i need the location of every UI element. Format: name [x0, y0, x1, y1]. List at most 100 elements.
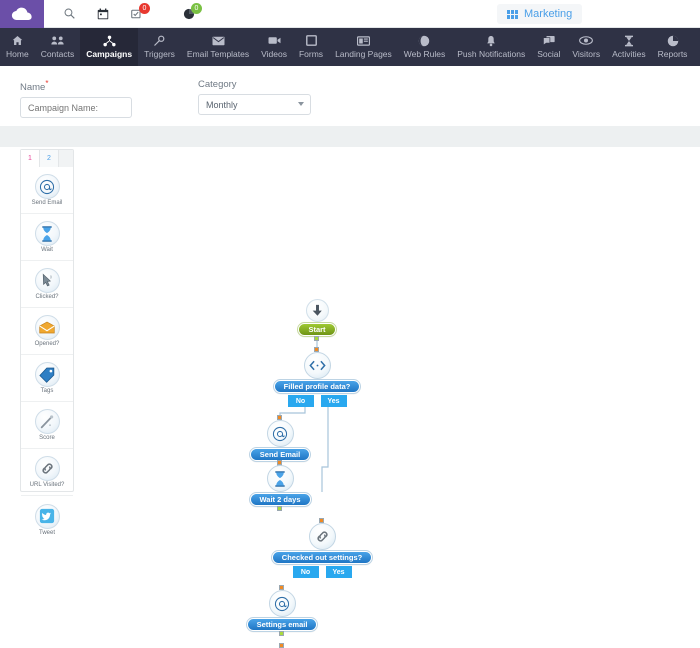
nav-item-reports[interactable]: Reports [652, 28, 694, 66]
contacts-icon [51, 34, 64, 47]
analytics-badge: 0 [191, 2, 202, 14]
activities-icon [624, 34, 634, 47]
palette-item-label: Tags [40, 388, 54, 394]
palette-item-opened[interactable]: Opened? [21, 308, 73, 355]
palette-item-tweet[interactable]: Tweet [21, 496, 73, 543]
flow-node-wait-2-days[interactable]: Wait 2 days [244, 460, 316, 512]
main-nav: Home Contacts Campaigns Triggers Email T… [0, 28, 700, 66]
cursor-click-icon [34, 268, 60, 293]
palette-item-label: URL Visited? [29, 482, 65, 488]
name-label: Name* [20, 79, 49, 94]
push-notifications-icon [486, 34, 496, 47]
nav-label: Campaigns [86, 49, 133, 59]
top-bar-icon-group: 0 0 [52, 0, 206, 27]
flow-node-start-pill[interactable]: Start [297, 322, 337, 337]
branch-yes[interactable]: Yes [320, 395, 347, 407]
twitter-icon [34, 503, 60, 529]
open-envelope-icon [34, 315, 60, 340]
flow-node-start[interactable]: Start [296, 299, 338, 342]
nav-item-web-rules[interactable]: Web Rules [398, 28, 451, 66]
nav-item-forms[interactable]: Forms [293, 28, 329, 66]
nav-item-campaigns[interactable]: Campaigns [80, 28, 139, 66]
branch-no[interactable]: No [287, 395, 314, 407]
nav-label: Contacts [40, 49, 75, 59]
flow-node-filled-profile-pill[interactable]: Filled profile data? [272, 379, 362, 394]
app-switcher-marketing[interactable]: Marketing [497, 4, 583, 24]
canvas-top-band [0, 126, 700, 147]
email-templates-icon [212, 34, 225, 47]
palette-item-wait[interactable]: Wait [21, 214, 73, 261]
calendar-icon[interactable] [86, 0, 120, 28]
port-in[interactable] [279, 585, 284, 590]
cloud-logo[interactable] [0, 0, 44, 28]
nav-label: Web Rules [403, 49, 446, 59]
web-rules-icon [418, 34, 430, 47]
branch-no[interactable]: No [292, 566, 319, 578]
nav-item-landing-pages[interactable]: Landing Pages [329, 28, 398, 66]
port-in[interactable] [277, 415, 282, 420]
analytics-icon[interactable]: 0 [172, 0, 206, 28]
branch-row-filled-profile: No Yes [268, 395, 366, 407]
flow-node-checked-out-settings[interactable]: Checked out settings? No Yes [266, 518, 378, 578]
flow-connectors [279, 337, 329, 492]
port-out[interactable] [314, 336, 319, 341]
flow-node-checked-out-pill[interactable]: Checked out settings? [270, 550, 374, 565]
nav-item-videos[interactable]: Videos [255, 28, 293, 66]
port-in[interactable] [314, 347, 319, 352]
nav-item-visitors[interactable]: Visitors [566, 28, 606, 66]
at-sign-icon [268, 590, 296, 617]
port-out[interactable] [279, 631, 284, 636]
flow-node-wait-pill[interactable]: Wait 2 days [248, 492, 312, 507]
nav-label: Activities [612, 49, 646, 59]
palette-tab-1[interactable]: 1 [21, 150, 40, 167]
campaign-flow-canvas[interactable]: Start Filled profile data? No Yes [80, 147, 700, 648]
nav-item-triggers[interactable]: Triggers [138, 28, 181, 66]
tasks-icon[interactable]: 0 [120, 0, 154, 28]
nav-label: Visitors [572, 49, 601, 59]
triggers-icon [153, 34, 165, 47]
category-select[interactable]: Monthly [198, 94, 311, 115]
top-bar: 0 0 Marketing [0, 0, 700, 28]
branch-row-checked-out: No Yes [266, 566, 378, 578]
nav-item-push-notifications[interactable]: Push Notifications [451, 28, 531, 66]
palette-item-send-email[interactable]: Send Email [21, 167, 73, 214]
campaign-form: Name* Category Monthly [0, 66, 700, 123]
hourglass-icon [34, 221, 60, 246]
flow-node-settings-email-pill[interactable]: Settings email [245, 617, 319, 632]
palette-tabs: 1 2 [21, 150, 73, 167]
nav-label: Social [537, 49, 561, 59]
nav-item-email-templates[interactable]: Email Templates [181, 28, 255, 66]
chevron-down-icon [298, 102, 304, 106]
nav-label: Push Notifications [457, 49, 526, 59]
element-palette: 1 2 Send Email Wait Clicked? Opened? Tag… [20, 149, 74, 536]
palette-tab-2[interactable]: 2 [40, 150, 59, 167]
flow-node-filled-profile-data[interactable]: Filled profile data? No Yes [268, 347, 366, 407]
nav-item-contacts[interactable]: Contacts [35, 28, 81, 66]
nav-label: Reports [657, 49, 688, 59]
search-icon[interactable] [52, 0, 86, 28]
port-in[interactable] [319, 518, 324, 523]
nav-item-home[interactable]: Home [0, 28, 35, 66]
category-label: Category [198, 79, 237, 90]
campaigns-icon [103, 34, 116, 47]
forms-icon [305, 34, 317, 47]
palette-item-label: Clicked? [35, 294, 59, 300]
palette-item-score[interactable]: Score [21, 402, 73, 449]
reports-icon [667, 34, 679, 47]
flow-node-settings-email[interactable]: Settings email [245, 585, 319, 648]
port-in[interactable] [277, 460, 282, 465]
palette-item-tags[interactable]: Tags [21, 355, 73, 402]
campaign-name-input[interactable] [20, 97, 132, 119]
palette-item-clicked[interactable]: Clicked? [21, 261, 73, 308]
port-in-next[interactable] [279, 643, 284, 648]
palette-item-url-visited[interactable]: URL Visited? [21, 449, 73, 496]
at-sign-icon [266, 420, 294, 447]
home-icon [12, 34, 23, 47]
port-out[interactable] [277, 506, 282, 511]
branch-yes[interactable]: Yes [325, 566, 352, 578]
palette-item-label: Score [39, 435, 55, 441]
nav-item-activities[interactable]: Activities [606, 28, 652, 66]
nav-item-social[interactable]: Social [531, 28, 566, 66]
app-switcher-label: Marketing [524, 8, 573, 20]
grid-icon [507, 9, 518, 19]
